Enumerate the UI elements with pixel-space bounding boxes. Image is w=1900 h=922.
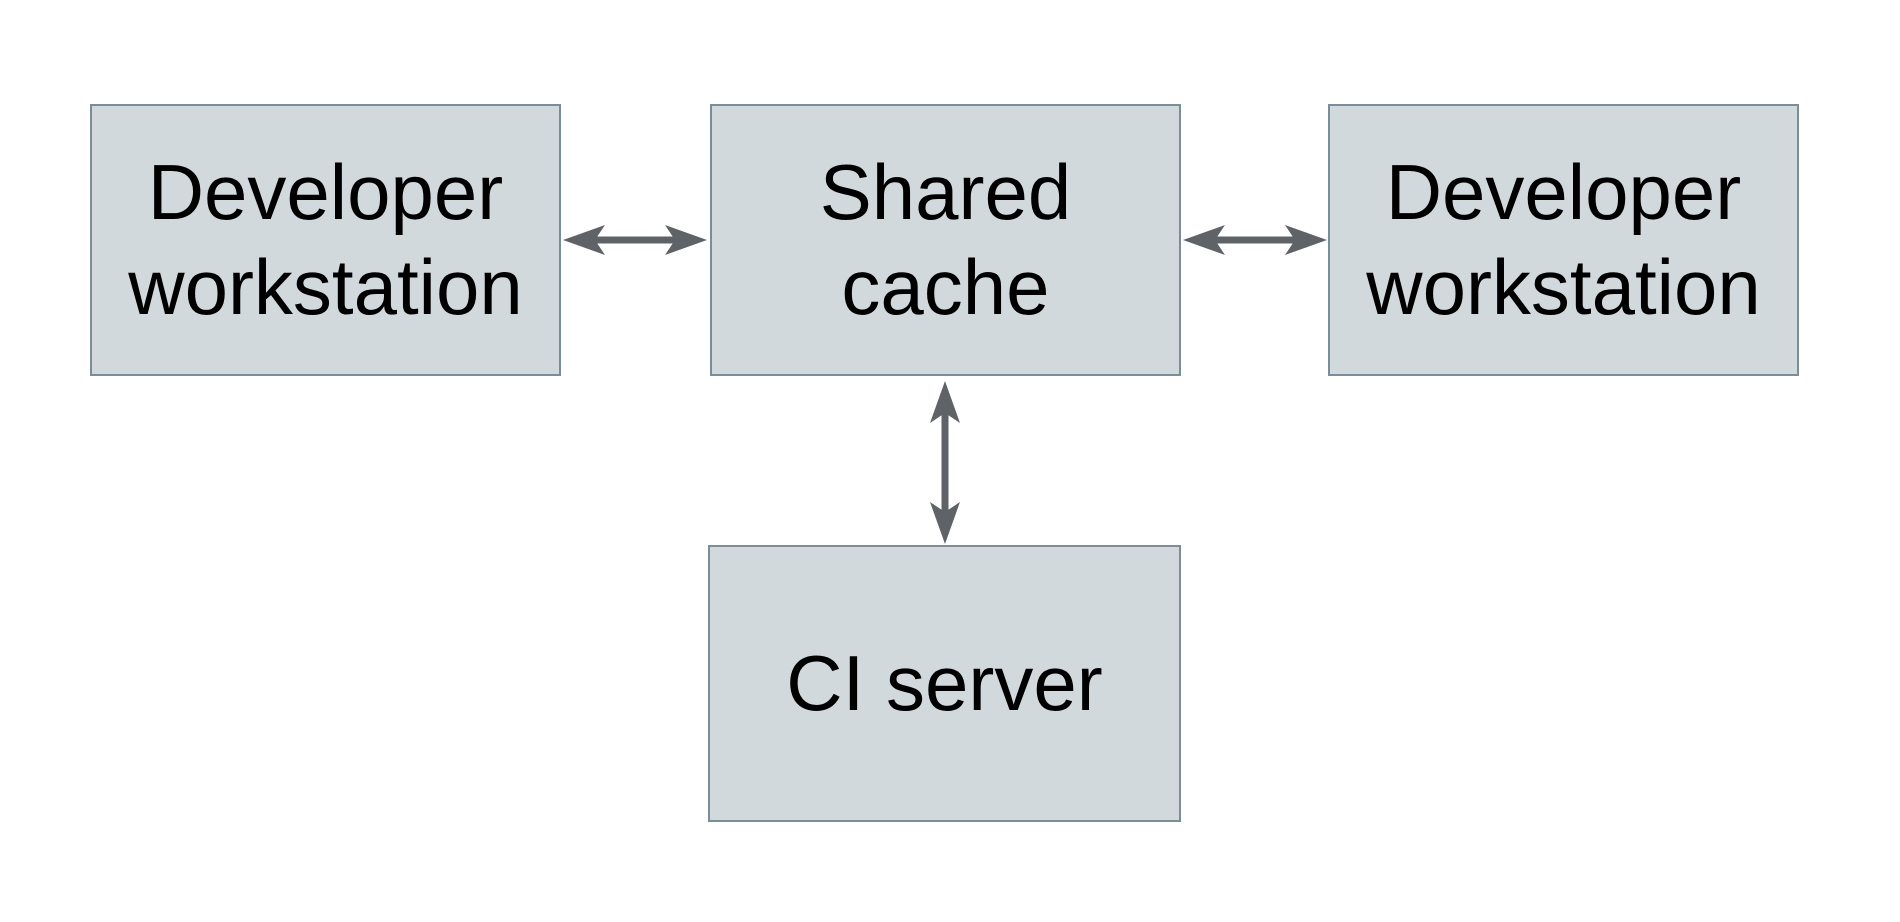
node-label-developer-workstation-left: Developer workstation [128, 148, 523, 331]
node-developer-workstation-left: Developer workstation [90, 104, 561, 376]
node-label-developer-workstation-right: Developer workstation [1366, 148, 1761, 331]
arrow-devleft-cache-bidirectional-icon [563, 225, 707, 255]
arrow-cache-devright-bidirectional-icon [1183, 225, 1327, 255]
node-shared-cache: Shared cache [710, 104, 1181, 376]
node-label-ci-server: CI server [786, 639, 1103, 727]
arrow-cache-ciserver-bidirectional-icon [930, 381, 960, 544]
node-developer-workstation-right: Developer workstation [1328, 104, 1799, 376]
node-label-shared-cache: Shared cache [819, 148, 1072, 331]
node-ci-server: CI server [708, 545, 1181, 822]
